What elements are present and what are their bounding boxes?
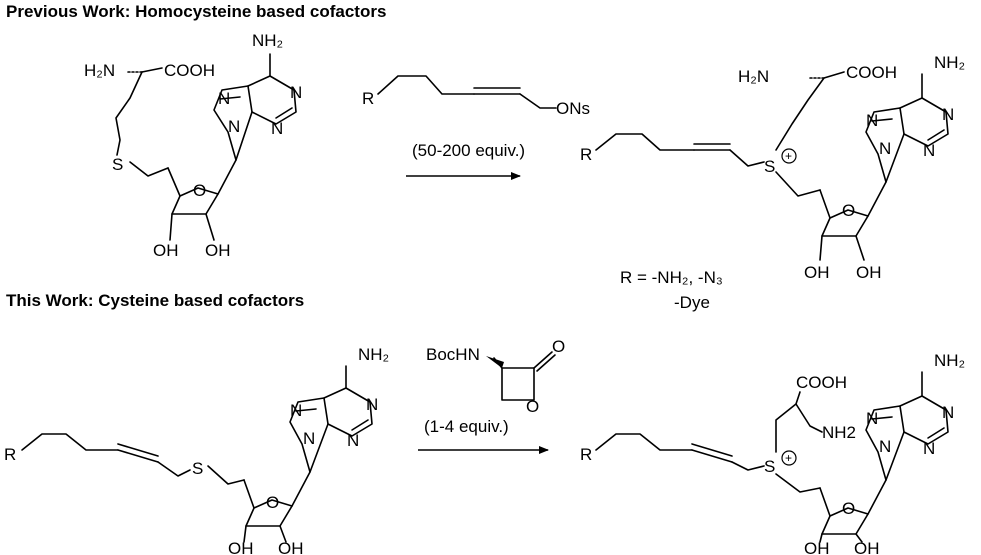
- bottom-conditions-label: (1-4 equiv.): [424, 417, 509, 436]
- product-carboxyl-label: COOH: [846, 63, 897, 82]
- product-hydroxyl-2: OH: [856, 263, 882, 282]
- alkyne-nosylate-reagent: R ONs: [362, 75, 590, 118]
- product-n1-label: N: [942, 105, 954, 124]
- sam-carboxyl-label: COOH: [164, 61, 215, 80]
- top-conditions-label: (50-200 equiv.): [412, 141, 525, 160]
- cys-product-r-label: R: [580, 445, 592, 464]
- thioether-sulfur-label: S: [192, 459, 203, 478]
- thioether-r-label: R: [4, 445, 16, 464]
- sam-hydroxyl-2: OH: [205, 241, 231, 260]
- lactone-carbonyl-oxygen: O: [552, 337, 565, 356]
- sam-n9-label: N: [228, 117, 240, 136]
- cysteine-cofactor-product: + R S COOH NH2 O OH OH N N N N NH₂: [580, 351, 965, 555]
- alkyne-thioether-nucleoside: R S O OH OH N N N N NH₂: [4, 345, 389, 555]
- lactone-ring-oxygen: O: [526, 397, 539, 416]
- boc-beta-lactone-reagent: BocHN O O: [426, 337, 565, 416]
- reagent-ons-label: ONs: [556, 99, 590, 118]
- product-amine-label: H₂N: [738, 67, 769, 86]
- bottom-sulfonium-charge-circle: [781, 450, 797, 466]
- previous-work-heading: Previous Work: Homocysteine based cofact…: [6, 2, 387, 21]
- thioether-n3-label: N: [347, 431, 359, 450]
- sam-hydroxyl-1: OH: [153, 241, 179, 260]
- cys-product-n9-label: N: [879, 437, 891, 456]
- cys-product-sulfonium-label: S: [764, 457, 775, 476]
- cys-product-n7-label: N: [866, 409, 878, 428]
- thioether-n7-label: N: [290, 401, 302, 420]
- product-n9-label: N: [879, 139, 891, 158]
- top-sulfonium-charge-circle: [781, 148, 797, 164]
- thioether-ring-oxygen-label: O: [266, 493, 279, 512]
- cys-product-n1-label: N: [942, 403, 954, 422]
- sam-sulfur-label: S: [112, 155, 123, 174]
- thioether-nh2-label: NH₂: [358, 345, 389, 364]
- product-n3-label: N: [923, 141, 935, 160]
- sam-n3-label: N: [271, 119, 283, 138]
- sam-molecule: H₂N COOH S O OH OH N N N N NH₂: [84, 31, 302, 260]
- product-ring-oxygen-label: O: [842, 201, 855, 220]
- sam-amine-label: H₂N: [84, 61, 115, 80]
- sam-ring-oxygen-label: O: [193, 181, 206, 200]
- reagent-r-label: R: [362, 89, 374, 108]
- top-sulfonium-plus: +: [785, 149, 792, 163]
- thioether-n1-label: N: [366, 395, 378, 414]
- product-n7-label: N: [866, 111, 878, 130]
- cys-product-hydroxyl-2: OH: [854, 539, 880, 555]
- product-nh2-label: NH₂: [934, 53, 965, 72]
- thioether-hydroxyl-1: OH: [228, 539, 254, 555]
- sam-analog-product: + R S H₂N COOH O OH OH N N N N NH₂: [580, 53, 965, 282]
- sam-n1-label: N: [290, 83, 302, 102]
- cys-product-ring-oxygen-label: O: [842, 499, 855, 518]
- thioether-hydroxyl-2: OH: [278, 539, 304, 555]
- bochn-label: BocHN: [426, 345, 480, 364]
- thioether-n9-label: N: [303, 429, 315, 448]
- r-group-definition: R = -NH₂, -N₃: [620, 268, 723, 287]
- cys-product-hydroxyl-1: OH: [804, 539, 830, 555]
- product-r-label: R: [580, 145, 592, 164]
- r-group-dye: -Dye: [674, 293, 710, 312]
- cys-product-nh2-label: NH₂: [934, 351, 965, 370]
- product-sulfonium-label: S: [764, 157, 775, 176]
- this-work-heading: This Work: Cysteine based cofactors: [6, 291, 305, 310]
- bottom-sulfonium-plus: +: [785, 451, 792, 465]
- sam-n7-label: N: [218, 89, 230, 108]
- cys-product-amine-label: NH2: [822, 423, 856, 442]
- cys-product-carboxyl-label: COOH: [796, 373, 847, 392]
- sam-nh2-label: NH₂: [252, 31, 283, 50]
- cys-product-n3-label: N: [923, 439, 935, 458]
- stereo-wedge-bond: [486, 356, 504, 368]
- product-hydroxyl-1: OH: [804, 263, 830, 282]
